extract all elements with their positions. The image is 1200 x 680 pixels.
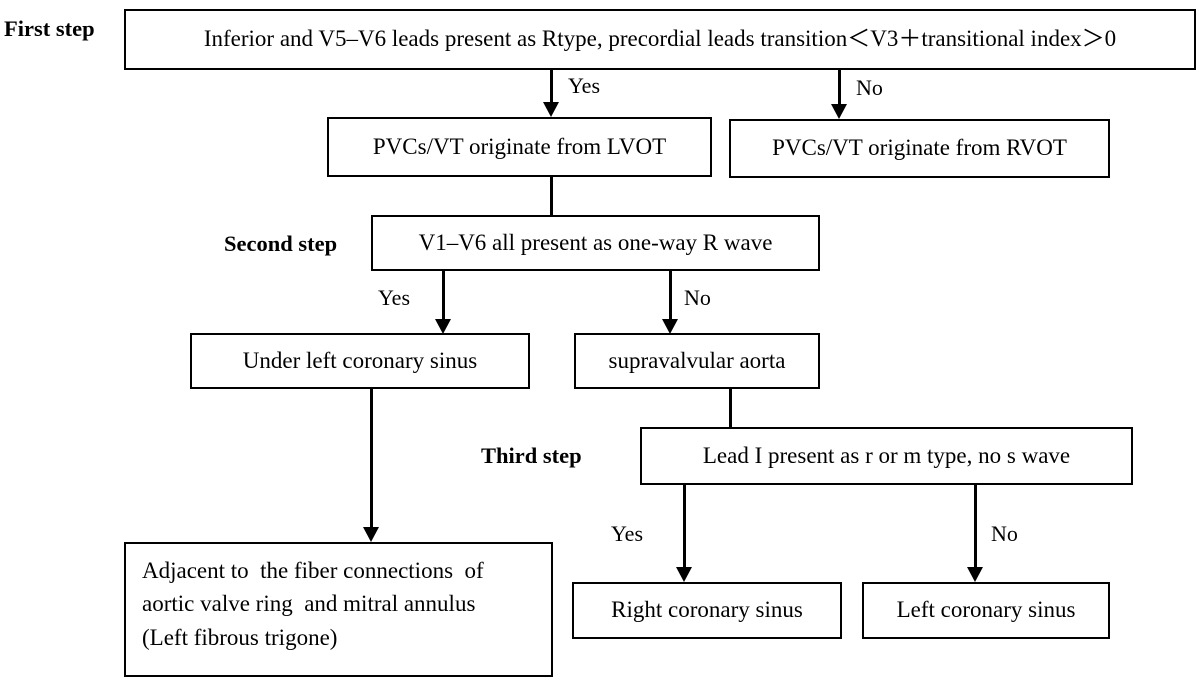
trigone-text-line-1: Adjacent to the fiber connections of <box>142 558 484 583</box>
node-under-left-coronary-sinus[interactable]: Under left coronary sinus <box>190 333 530 389</box>
node-supravalvular-aorta[interactable]: supravalvular aorta <box>574 333 820 389</box>
edge-lead-i-yes-stem <box>683 485 686 567</box>
edge-lead-i-no-stem <box>974 485 977 567</box>
edge-supravalvular-aorta-to-lead-i <box>729 389 732 428</box>
arrowhead-to-left-fibrous-trigone <box>363 527 379 542</box>
arrowhead-root-to-lvot <box>543 102 559 117</box>
step-label-third: Third step <box>481 443 582 468</box>
edge-root-to-rvot-stem <box>838 70 841 104</box>
edge-label-third-yes: Yes <box>611 521 644 546</box>
edge-lvot-to-v1v6 <box>550 177 553 216</box>
arrowhead-v1v6-to-under-left-coronary-sinus <box>435 319 451 334</box>
arrowhead-v1v6-to-supravalvular-aorta <box>662 319 678 334</box>
node-left-fibrous-trigone[interactable]: Adjacent to the fiber connections of aor… <box>124 542 553 677</box>
step-label-second: Second step <box>224 231 338 256</box>
edge-label-root-no: No <box>856 75 883 100</box>
edge-v1v6-no-stem <box>669 271 672 319</box>
edge-label-third-no: No <box>991 521 1018 546</box>
trigone-text-line-3: (Left fibrous trigone) <box>142 624 338 650</box>
step-label-first: First step <box>4 16 95 41</box>
edge-under-left-coronary-sinus-to-trigone <box>370 389 373 527</box>
trigone-text-line-2: aortic valve ring and mitral annulus <box>142 591 476 617</box>
node-root-criteria[interactable]: Inferior and V5–V6 leads present as Rtyp… <box>124 9 1196 70</box>
edge-label-second-no: No <box>684 285 711 310</box>
node-left-coronary-sinus[interactable]: Left coronary sinus <box>862 582 1110 639</box>
arrowhead-root-to-rvot <box>831 104 847 119</box>
edge-label-second-yes: Yes <box>378 285 411 310</box>
edge-label-root-yes: Yes <box>568 73 601 98</box>
node-lvot[interactable]: PVCs/VT originate from LVOT <box>327 117 712 177</box>
node-lead-i-criteria[interactable]: Lead I present as r or m type, no s wave <box>640 427 1133 485</box>
node-v1-v6-r-wave[interactable]: V1–V6 all present as one-way R wave <box>371 215 820 271</box>
edge-root-split-left <box>550 70 553 102</box>
arrowhead-lead-i-to-right-coronary-sinus <box>676 567 692 582</box>
node-rvot[interactable]: PVCs/VT originate from RVOT <box>729 119 1110 178</box>
node-right-coronary-sinus[interactable]: Right coronary sinus <box>572 582 842 639</box>
edge-v1v6-yes-stem <box>442 271 445 319</box>
arrowhead-lead-i-to-left-coronary-sinus <box>967 567 983 582</box>
